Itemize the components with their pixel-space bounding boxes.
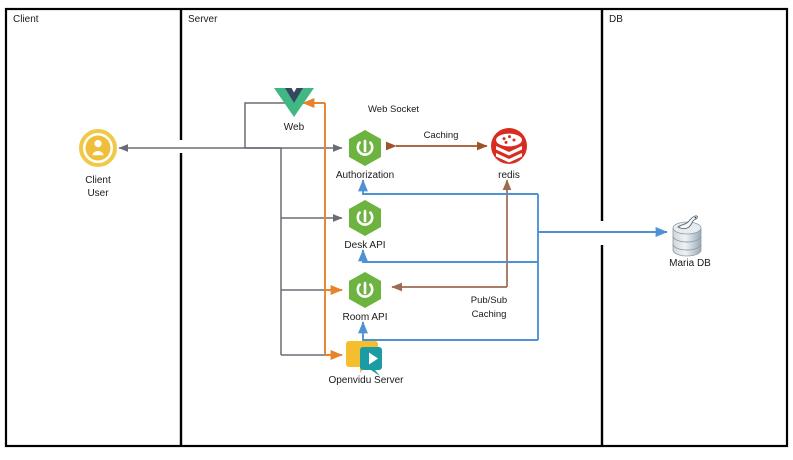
node-label-web: Web xyxy=(284,122,305,133)
mariadb-cylinder-band-icon xyxy=(672,243,702,251)
redis-stack-bottom-icon xyxy=(496,153,522,163)
redis-stack-top-icon xyxy=(496,133,522,147)
lane-title-client: Client xyxy=(13,14,39,25)
edge-gateway-to-web xyxy=(244,99,301,148)
node-desk-api[interactable]: Desk API xyxy=(344,200,386,251)
node-redis[interactable]: redis xyxy=(491,128,527,181)
mariadb-seal-eye-icon xyxy=(694,216,697,219)
node-client-user[interactable]: Client User xyxy=(79,129,117,199)
lane-title-server: Server xyxy=(188,14,218,25)
redis-dot-icon xyxy=(512,138,516,142)
redis-dot-icon xyxy=(508,135,511,139)
redis-dot-icon xyxy=(504,140,508,144)
node-label-authorization: Authorization xyxy=(336,170,394,181)
user-body-icon xyxy=(92,150,104,156)
mariadb-cylinder-band-icon xyxy=(672,235,702,243)
edge-label-caching: Caching xyxy=(424,130,459,141)
user-circle-outer-ring-icon xyxy=(79,129,117,167)
spring-boot-power-ring-icon xyxy=(356,141,374,156)
edge-label-web-socket: Web Socket xyxy=(368,104,419,115)
spring-boot-power-ring-icon xyxy=(356,283,374,298)
user-head-icon xyxy=(94,140,102,148)
node-label-redis: redis xyxy=(498,170,520,181)
spring-boot-power-ring-icon xyxy=(356,211,374,226)
vue-logo-inner-icon xyxy=(285,88,303,103)
lane-title-db: DB xyxy=(609,14,623,25)
openvidu-play-icon xyxy=(369,352,378,365)
edge-desk-api-to-db xyxy=(358,249,538,263)
diagram-frame xyxy=(4,7,789,448)
node-maria-db[interactable]: Maria DB xyxy=(669,215,711,269)
edge-label-pubsub-line2: Caching xyxy=(472,309,507,320)
edge-authorization-to-db xyxy=(358,179,538,195)
mariadb-seal-icon xyxy=(677,215,698,229)
redis-dot-icon xyxy=(502,137,506,141)
node-label-openvidu-server: Openvidu Server xyxy=(328,375,404,386)
node-label-maria-db: Maria DB xyxy=(669,258,711,269)
redis-stack-middle-icon xyxy=(496,146,522,156)
edge-label-pubsub-line1: Pub/Sub xyxy=(471,295,507,306)
node-room-api[interactable]: Room API xyxy=(342,272,388,323)
user-circle-icon xyxy=(85,135,111,161)
node-label-room-api: Room API xyxy=(342,312,387,323)
edge-room-api-to-db xyxy=(358,321,538,341)
node-label-desk-api: Desk API xyxy=(344,240,385,251)
node-openvidu-server[interactable]: Openvidu Server xyxy=(328,341,404,386)
node-authorization[interactable]: Authorization xyxy=(336,130,394,181)
node-web[interactable]: Web xyxy=(274,88,314,133)
node-label-client-user-line1: Client xyxy=(85,175,111,186)
node-label-client-user-line2: User xyxy=(87,188,109,199)
